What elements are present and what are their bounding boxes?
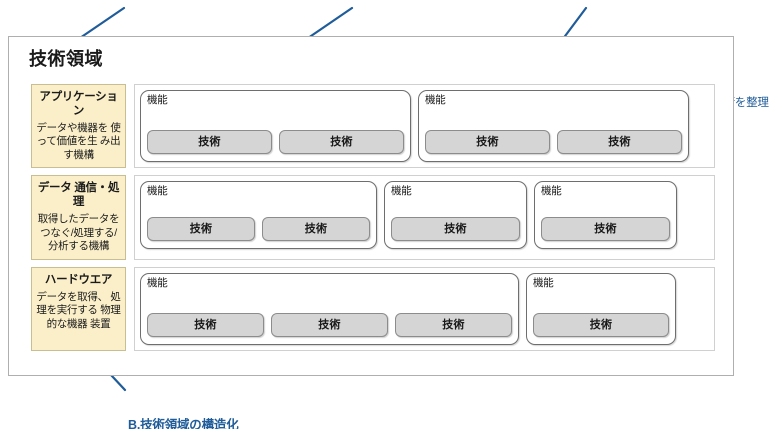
function-panel-application: 機能 技術 技術 機能 技術 技術 xyxy=(134,84,715,169)
technology-box[interactable]: 技術 xyxy=(557,130,682,154)
layer-label-hardware[interactable]: ハードウエア データを取得、 処理を実行する 物理的な機器 装置 xyxy=(31,266,126,351)
layer-desc-application: データや機器を 使って価値を生 み出す機構 xyxy=(36,122,121,161)
function-box[interactable]: 機能 技術 xyxy=(384,181,527,250)
layer-title-hardware: ハードウエア xyxy=(44,273,113,286)
function-label: 機能 xyxy=(147,276,168,289)
technology-strip: 技術 技術 xyxy=(147,130,404,154)
technology-box[interactable]: 技術 xyxy=(147,217,255,242)
technology-strip: 技術 技術 技術 xyxy=(147,312,512,337)
function-box[interactable]: 機能 技術 技術 技術 xyxy=(140,272,519,345)
function-box[interactable]: 機能 技術 技術 xyxy=(140,181,377,250)
layer-row-application: アプリケーション データや機器を 使って価値を生 み出す機構 機能 技術 技術 … xyxy=(31,84,715,169)
layer-title-application: アプリケーション xyxy=(39,91,118,118)
layer-grid: アプリケーション データや機器を 使って価値を生 み出す機構 機能 技術 技術 … xyxy=(31,84,715,351)
technology-box[interactable]: 技術 xyxy=(541,217,670,242)
function-label: 機能 xyxy=(147,94,168,106)
technology-strip: 技術 技術 xyxy=(147,217,370,242)
technology-box[interactable]: 技術 xyxy=(391,217,520,242)
function-box[interactable]: 機能 技術 技術 xyxy=(140,90,411,162)
function-box[interactable]: 機能 技術 xyxy=(534,181,677,250)
annotation-b-title: B.技術領域の構造化 xyxy=(128,418,239,429)
function-box[interactable]: 機能 技術 技術 xyxy=(418,90,689,162)
technology-box[interactable]: 技術 xyxy=(425,130,550,154)
layer-desc-hardware: データを取得、 処理を実行する 物理的な機器 装置 xyxy=(36,290,121,330)
technology-strip: 技術 xyxy=(533,312,669,337)
annotation-b: B.技術領域の構造化 技術が価値を創出するまでの流れに沿って、 ハードウエア、デ… xyxy=(128,379,432,429)
layer-label-data[interactable]: データ 通信・処理 取得したデータを つなぐ/処理する/ 分析する機構 xyxy=(31,175,126,260)
layer-row-data: データ 通信・処理 取得したデータを つなぐ/処理する/ 分析する機構 機能 技… xyxy=(31,175,715,260)
page-title: 技術領域 xyxy=(29,49,103,69)
technology-domain-frame: 技術領域 アプリケーション データや機器を 使って価値を生 み出す機構 機能 技… xyxy=(8,36,734,376)
layer-row-hardware: ハードウエア データを取得、 処理を実行する 物理的な機器 装置 機能 技術 技… xyxy=(31,266,715,351)
layer-label-application[interactable]: アプリケーション データや機器を 使って価値を生 み出す機構 xyxy=(31,84,126,169)
function-panel-data: 機能 技術 技術 機能 技術 機能 xyxy=(134,175,715,260)
function-label: 機能 xyxy=(147,185,168,198)
technology-box[interactable]: 技術 xyxy=(395,312,512,337)
function-label: 機能 xyxy=(425,94,446,106)
function-label: 機能 xyxy=(391,185,412,198)
function-panel-hardware: 機能 技術 技術 技術 機能 技術 xyxy=(134,266,715,351)
technology-box[interactable]: 技術 xyxy=(271,312,388,337)
technology-box[interactable]: 技術 xyxy=(262,217,370,242)
technology-box[interactable]: 技術 xyxy=(279,130,404,154)
technology-strip: 技術 技術 xyxy=(425,130,682,154)
layer-title-data: データ 通信・処理 xyxy=(37,182,120,209)
layer-desc-data: 取得したデータを つなぐ/処理する/ 分析する機構 xyxy=(37,213,120,253)
technology-strip: 技術 xyxy=(541,217,670,242)
technology-box[interactable]: 技術 xyxy=(147,130,272,154)
function-label: 機能 xyxy=(541,185,562,198)
function-box[interactable]: 機能 技術 xyxy=(526,272,676,345)
technology-box[interactable]: 技術 xyxy=(533,312,669,337)
function-label: 機能 xyxy=(533,276,554,289)
technology-strip: 技術 xyxy=(391,217,520,242)
technology-box[interactable]: 技術 xyxy=(147,312,264,337)
